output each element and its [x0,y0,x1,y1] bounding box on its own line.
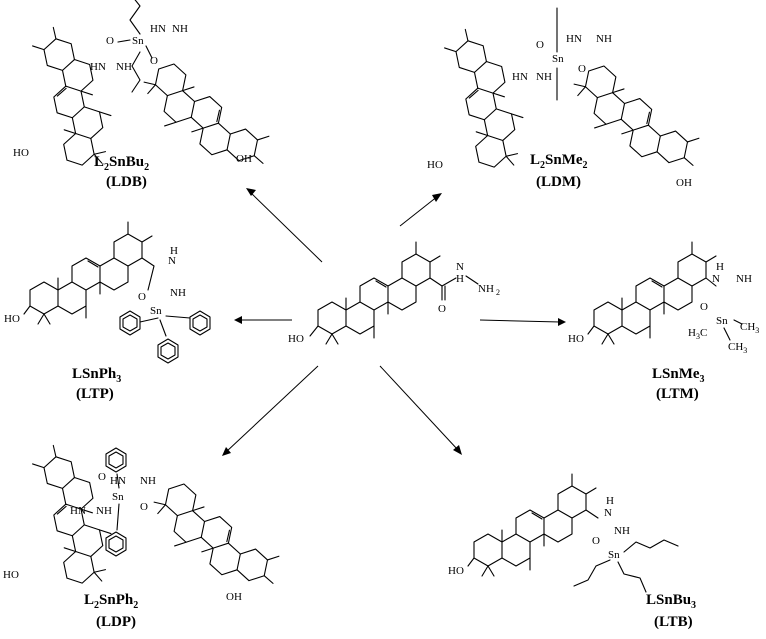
ltm-nh: NH [736,273,752,285]
ldb-sn: Sn [132,35,144,47]
ldp-o1: O [98,471,106,483]
ligand-h: H [456,273,464,285]
ltp-phenyl-1 [119,310,141,336]
structure-ldp: HO OH O Sn HN NH HN NH O [1,440,287,612]
ltm-o: O [700,301,708,313]
ltm-code: (LTM) [656,386,699,402]
ligand-nh2: NH [478,283,494,295]
structure-ltp: HO H N NH O Sn [4,221,191,337]
ldm-nh1: NH [596,33,612,45]
structure-ltb: HO H N NH O Sn [448,473,679,593]
ltm-formula: LSnMe3 [652,366,705,385]
ltb-sn: Sn [608,549,620,561]
ltp-phenyl-2 [189,310,211,336]
ltb-o: O [592,535,600,547]
arrows [222,188,566,456]
ldp-code: (LDP) [96,614,136,630]
arrow-to-ldp [225,365,319,453]
ltp-nh: NH [170,287,186,299]
ltp-code: (LTP) [76,386,114,402]
ldb-hn2: HN [90,61,106,73]
ltb-h: H [606,495,614,507]
ltb-n: N [604,507,612,519]
structure-ldm: HO OH O Sn HN NH HN NH O [413,7,707,194]
ltp-sn: Sn [150,305,162,317]
ldp-ho: HO [3,569,19,581]
structure-ldb: HO OH O Sn HN NH HN NH O [1,0,277,192]
ldm-hn: HN [566,33,582,45]
ldp-phenyl-2 [105,531,127,557]
ldb-nh2: NH [116,61,132,73]
ldp-hn2: HN [70,505,86,517]
ldm-hn2: HN [512,71,528,83]
ltb-code: (LTB) [654,614,693,630]
ldp-sn: Sn [112,491,124,503]
ligand-n: N [456,261,464,273]
ldm-o2: O [578,63,586,75]
ldb-nh1: NH [172,23,188,35]
ltp-ho: HO [4,313,20,325]
structure-ltm: HO H N NH O Sn H3C CH3 CH3 [568,241,759,355]
ltm-n: N [712,273,720,285]
ltm-h: H [716,261,724,273]
ldb-oh: OH [236,153,252,165]
ltp-phenyl-3 [157,338,179,364]
ldm-ho: HO [427,159,443,171]
ldp-formula: L2SnPh2 [84,592,138,611]
ldb-ho: HO [13,147,29,159]
ldb-code: (LDB) [106,174,147,190]
ltm-ch3-1: CH3 [740,321,759,335]
central-ligand: HO O H N NH 2 [288,241,500,345]
ltm-sn: Sn [716,315,728,327]
ldm-oh: OH [676,177,692,189]
ldm-nh2: NH [536,71,552,83]
ldm-formula: L2SnMe2 [530,152,588,171]
arrow-to-ldb [249,191,323,263]
ldp-o2: O [140,501,148,513]
arrow-to-ltm [479,319,561,323]
ltm-ch3-2: CH3 [728,341,747,355]
ldp-phenyl-1 [105,447,127,473]
ltp-n: N [168,255,176,267]
ldp-nh2: NH [96,505,112,517]
ldb-formula: L2SnBu2 [94,154,149,173]
ltp-formula: LSnPh3 [72,366,121,385]
arrow-to-ldm [399,195,439,227]
ltb-nh: NH [614,525,630,537]
ldb-o2: O [150,55,158,67]
ltm-ho: HO [568,333,584,345]
ligand-nh2-sub: 2 [496,288,500,297]
ldm-o1: O [536,39,544,51]
ltp-h: H [170,245,178,257]
ligand-o: O [438,303,446,315]
ldb-hn: HN [150,23,166,35]
arrow-to-ltb [379,365,459,451]
ltm-h3c: H3C [688,327,707,341]
ltp-o: O [138,291,146,303]
ldb-o1: O [106,35,114,47]
ldm-sn: Sn [552,53,564,65]
ldp-oh: OH [226,591,242,603]
ltb-ho: HO [448,565,464,577]
ldm-code: (LDM) [536,174,581,190]
ligand-ho: HO [288,333,304,345]
ldp-nh1: NH [140,475,156,487]
ltb-formula: LSnBu3 [646,592,696,611]
